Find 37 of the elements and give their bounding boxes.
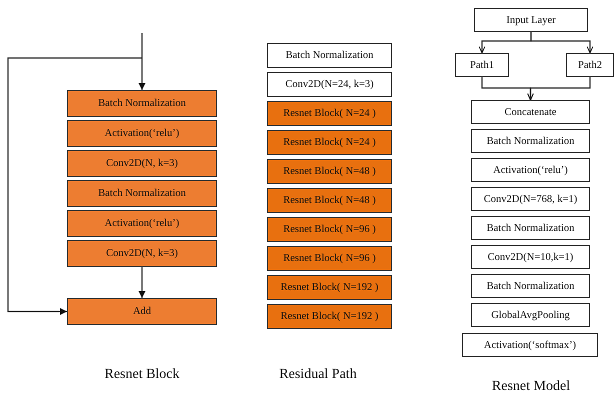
layer-box: Activation(‘relu’) (471, 158, 590, 182)
layer-box: GlobalAvgPooling (471, 303, 590, 327)
arrow (7, 57, 142, 315)
layer-box: Conv2D(N, k=3) (67, 150, 217, 177)
layer-box: Resnet Block( N=192 ) (267, 275, 392, 300)
layer-box: Activation(‘relu’) (67, 120, 217, 147)
diagram-caption: Resnet Model (492, 379, 570, 395)
diagram-caption: Resnet Block (104, 367, 180, 383)
layer-box: Batch Normalization (471, 129, 590, 153)
layer-box: Resnet Block( N=24 ) (267, 130, 392, 155)
arrow (530, 32, 594, 54)
layer-box: Resnet Block( N=96 ) (267, 217, 392, 242)
layer-box: Resnet Block( N=48 ) (267, 188, 392, 213)
layer-box: Input Layer (474, 8, 588, 32)
layer-box: Concatenate (471, 100, 590, 124)
arrow (138, 33, 146, 90)
layer-box: Batch Normalization (267, 43, 392, 68)
layer-box: Resnet Block( N=24 ) (267, 101, 392, 126)
layer-box: Batch Normalization (67, 90, 217, 117)
layer-box: Conv2D(N, k=3) (67, 240, 217, 267)
layer-box: Batch Normalization (67, 180, 217, 207)
layer-box: Add (67, 298, 217, 325)
layer-box: Conv2D(N=24, k=3) (267, 72, 392, 97)
layer-box: Path2 (566, 53, 614, 77)
layer-box: Activation(‘softmax’) (462, 333, 598, 357)
layer-box: Resnet Block( N=96 ) (267, 246, 392, 271)
layer-box: Conv2D(N=768, k=1) (471, 187, 590, 211)
layer-box: Resnet Block( N=48 ) (267, 159, 392, 184)
arrow (138, 267, 146, 298)
arrow (527, 77, 591, 100)
layer-box: Batch Normalization (471, 274, 590, 298)
layer-box: Activation(‘relu’) (67, 210, 217, 237)
layer-box: Batch Normalization (471, 216, 590, 240)
diagram-caption: Residual Path (279, 367, 357, 383)
layer-box: Conv2D(N=10,k=1) (471, 245, 590, 269)
layer-box: Path1 (455, 53, 509, 77)
layer-box: Resnet Block( N=192 ) (267, 304, 392, 329)
